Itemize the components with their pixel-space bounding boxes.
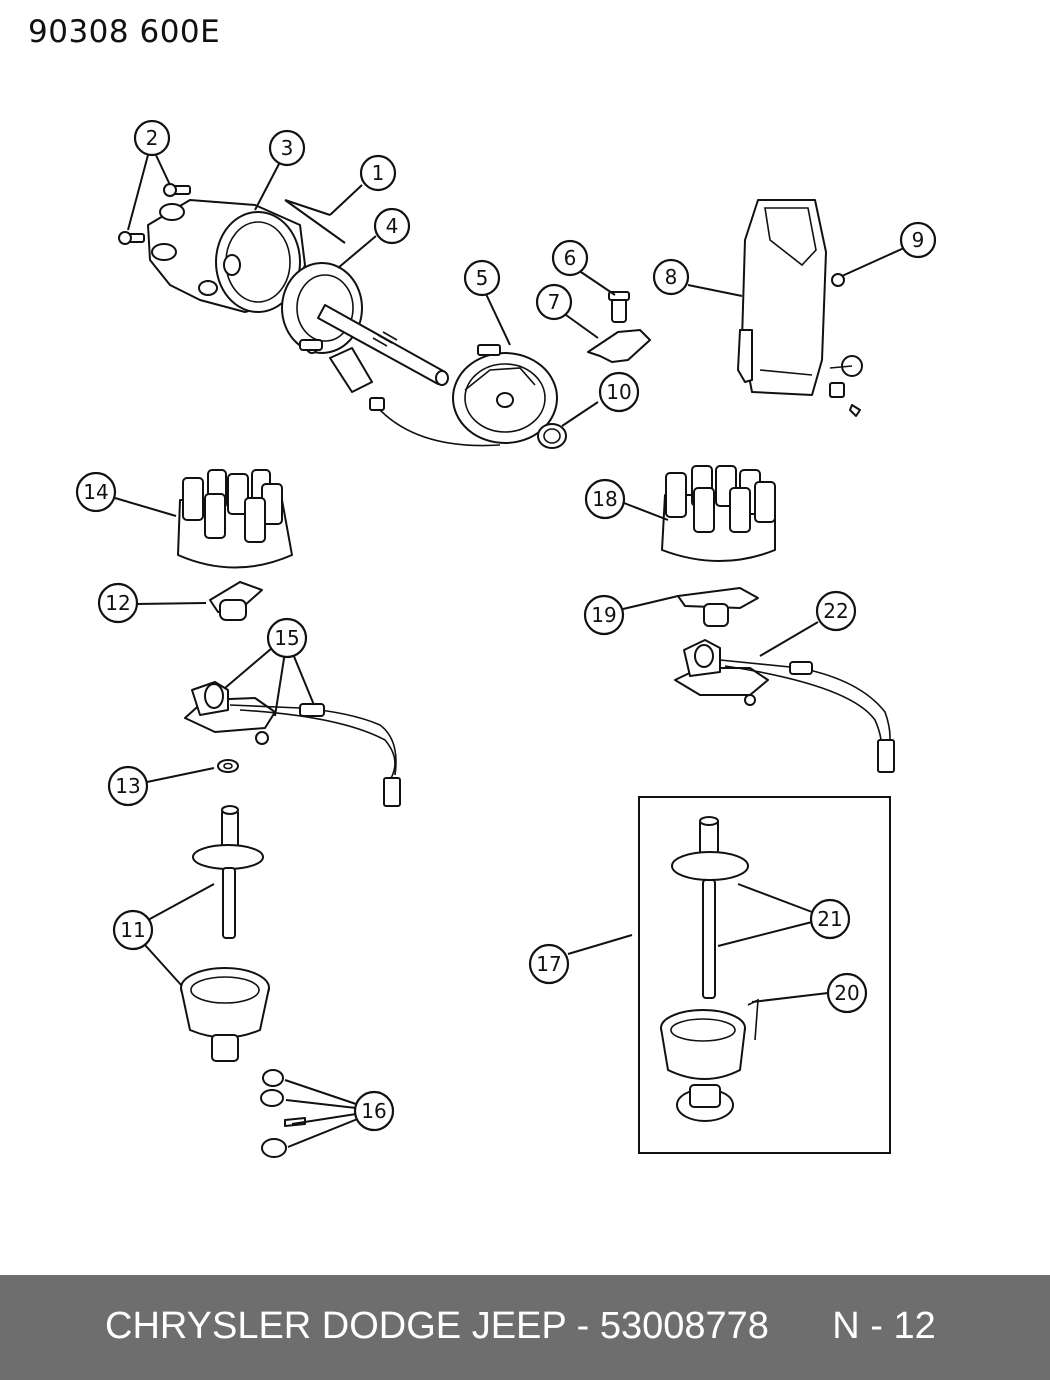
svg-text:19: 19: [591, 603, 616, 627]
adapter-plate: [281, 262, 363, 354]
svg-text:15: 15: [274, 626, 299, 650]
callout-17: 17: [528, 943, 570, 985]
distributor-cap-8-terminal: [177, 469, 293, 569]
callout-14: 14: [75, 471, 117, 513]
callout-1: 1: [359, 154, 397, 192]
vacuum-advance-and-wire: [329, 347, 501, 447]
callout-8: 8: [652, 258, 690, 296]
inset-housing: [660, 998, 759, 1122]
callout-4: 4: [373, 207, 411, 245]
callout-2: 2: [133, 119, 171, 157]
pickup-coil-assembly-left: [184, 681, 401, 807]
svg-text:7: 7: [548, 290, 561, 314]
svg-text:16: 16: [361, 1099, 386, 1123]
callout-6: 6: [551, 239, 589, 277]
callout-11: 11: [112, 909, 154, 951]
oil-seal-ring: [537, 423, 567, 449]
svg-text:20: 20: [834, 981, 859, 1005]
distributor-cap-housing: [147, 199, 306, 313]
distributor-base-plate: [452, 344, 558, 444]
callout-21: 21: [809, 898, 851, 940]
distributor-cap-8-terminal-right: [661, 465, 776, 562]
svg-text:5: 5: [476, 266, 489, 290]
inset-shaft-plate: [671, 816, 749, 999]
callout-3: 3: [268, 129, 306, 167]
footer-brand: CHRYSLER DODGE JEEP: [105, 1305, 567, 1347]
bolt-and-clamp: [587, 291, 651, 363]
svg-text:10: 10: [606, 380, 631, 404]
footer-bar: CHRYSLER DODGE JEEP - 53008778 N - 12: [0, 1275, 1050, 1380]
footer-caption: CHRYSLER DODGE JEEP - 53008778 N - 12: [105, 1305, 936, 1348]
exploded-parts-diagram: 1 2 3 4 5 6 7 8 9 10 11 12 13 14 15 16 1…: [75, 119, 937, 1158]
washer: [217, 759, 239, 773]
ignition-module-housing: [737, 199, 827, 396]
bracket-hardware: [829, 273, 863, 417]
callout-19: 19: [583, 594, 625, 636]
rotor-right: [677, 587, 759, 627]
svg-text:6: 6: [564, 246, 577, 270]
svg-text:14: 14: [83, 480, 108, 504]
callout-15: 15: [266, 617, 308, 659]
callout-16: 16: [353, 1090, 395, 1132]
svg-text:22: 22: [823, 599, 848, 623]
hardware-kit: [260, 1069, 306, 1158]
svg-text:2: 2: [146, 126, 159, 150]
inset-frame: [638, 796, 891, 1154]
callout-20: 20: [826, 972, 868, 1014]
drive-shaft: [317, 304, 449, 386]
svg-text:3: 3: [281, 136, 294, 160]
distributor-housing-left: [180, 967, 270, 1062]
callout-22: 22: [815, 590, 857, 632]
svg-text:4: 4: [386, 214, 399, 238]
footer-separator: -: [566, 1305, 600, 1347]
diagram-code: 90308 600E: [28, 14, 221, 50]
svg-text:11: 11: [120, 918, 145, 942]
footer-gap: [769, 1305, 832, 1347]
svg-text:9: 9: [912, 228, 925, 252]
callout-10: 10: [598, 371, 640, 413]
callout-18: 18: [584, 478, 626, 520]
callout-13: 13: [107, 765, 149, 807]
shaft-and-plate: [192, 805, 264, 939]
footer-part-number: 53008778: [599, 1305, 769, 1347]
footer-page: N - 12: [832, 1305, 936, 1347]
svg-text:17: 17: [536, 952, 561, 976]
callout-5: 5: [463, 259, 501, 297]
svg-text:1: 1: [372, 161, 385, 185]
svg-text:8: 8: [665, 265, 678, 289]
pickup-coil-assembly-right: [674, 639, 895, 773]
rotor: [209, 581, 263, 621]
svg-text:18: 18: [592, 487, 617, 511]
svg-text:21: 21: [817, 907, 842, 931]
callout-12: 12: [97, 582, 139, 624]
callout-7: 7: [535, 283, 573, 321]
svg-text:12: 12: [105, 591, 130, 615]
leader-lines: [114, 152, 905, 1148]
callout-9: 9: [899, 221, 937, 259]
svg-text:13: 13: [115, 774, 140, 798]
